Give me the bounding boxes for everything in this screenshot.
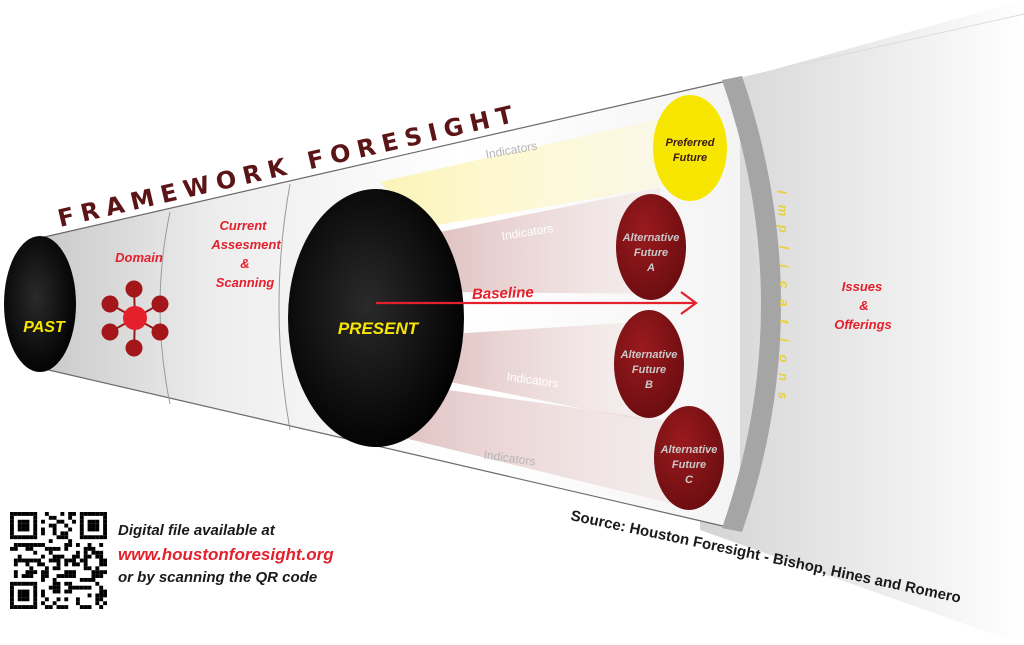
- current-label-3: &: [240, 256, 249, 271]
- implications-letter: a: [777, 299, 792, 306]
- implications-letter: c: [777, 281, 792, 289]
- preferred-future-label-2: Future: [673, 152, 707, 164]
- beam-alt-b: [430, 322, 640, 420]
- alt-future-b-ellipse: [614, 310, 684, 418]
- digital-file-line: Digital file available at: [118, 522, 275, 539]
- outer-top-edge: [739, 13, 1024, 79]
- implications-letter: l: [776, 246, 791, 250]
- baseline-label: Baseline: [472, 284, 534, 303]
- preferred-future-label-1: Preferred: [666, 137, 715, 149]
- domain-label: Domain: [115, 250, 163, 265]
- cone-bottom-edge: [39, 367, 741, 531]
- implications-letter: i: [777, 264, 792, 268]
- preferred-future-ellipse: [653, 95, 727, 201]
- current-arc: [278, 183, 291, 431]
- qr-code-icon[interactable]: [10, 512, 107, 609]
- implications-label: Imp l i c a t i o n s: [775, 190, 792, 399]
- alt-future-a-label-3: A: [646, 262, 655, 274]
- digital-file-note: Digital file available at www.houstonfor…: [118, 522, 448, 586]
- alt-future-c-ellipse: [654, 406, 724, 510]
- qr-instruction-line: or by scanning the QR code: [118, 569, 318, 586]
- alt-future-c-label-1: Alternative: [660, 444, 718, 456]
- beam-preferred: [380, 112, 690, 228]
- implications-letter: m: [775, 205, 790, 217]
- beam-alt-c: [380, 386, 690, 508]
- alt-future-a-label-1: Alternative: [622, 232, 680, 244]
- alt-future-a-label-2: Future: [634, 247, 668, 259]
- alt-future-c-label-3: C: [685, 474, 694, 486]
- baseline-arrow: [376, 291, 698, 315]
- present-ellipse: [288, 189, 464, 447]
- current-label-1: Current: [220, 218, 268, 233]
- implications-letter: s: [776, 392, 791, 399]
- implications-letter: p: [776, 224, 791, 233]
- implications-letter: o: [777, 355, 792, 363]
- outer-cone: [700, 0, 1024, 645]
- alt-future-a-ellipse: [616, 194, 686, 300]
- current-label-2: Assesment: [210, 237, 281, 252]
- issues-label-3: Offerings: [834, 317, 892, 332]
- issues-label-1: Issues: [842, 279, 882, 294]
- alt-future-b-label-2: Future: [632, 364, 666, 376]
- alt-future-b-label-3: B: [645, 379, 653, 391]
- present-label: PRESENT: [338, 319, 420, 338]
- implications-band: [722, 76, 781, 532]
- implications-letter: I: [775, 190, 790, 194]
- alt-future-b-label-1: Alternative: [620, 349, 678, 361]
- beam-alt-a: [430, 188, 660, 294]
- website-link[interactable]: www.houstonforesight.org: [118, 545, 334, 564]
- past-label: PAST: [23, 319, 66, 336]
- issues-label-2: &: [859, 298, 868, 313]
- cone-top-edge: [39, 77, 741, 239]
- alt-future-c-label-2: Future: [672, 459, 706, 471]
- implications-letter: i: [777, 338, 792, 342]
- current-label-4: Scanning: [216, 275, 275, 290]
- domain-network-icon: [101, 280, 169, 357]
- implications-letter: n: [776, 373, 791, 381]
- past-ellipse: [4, 236, 76, 372]
- implications-letter: t: [777, 319, 792, 324]
